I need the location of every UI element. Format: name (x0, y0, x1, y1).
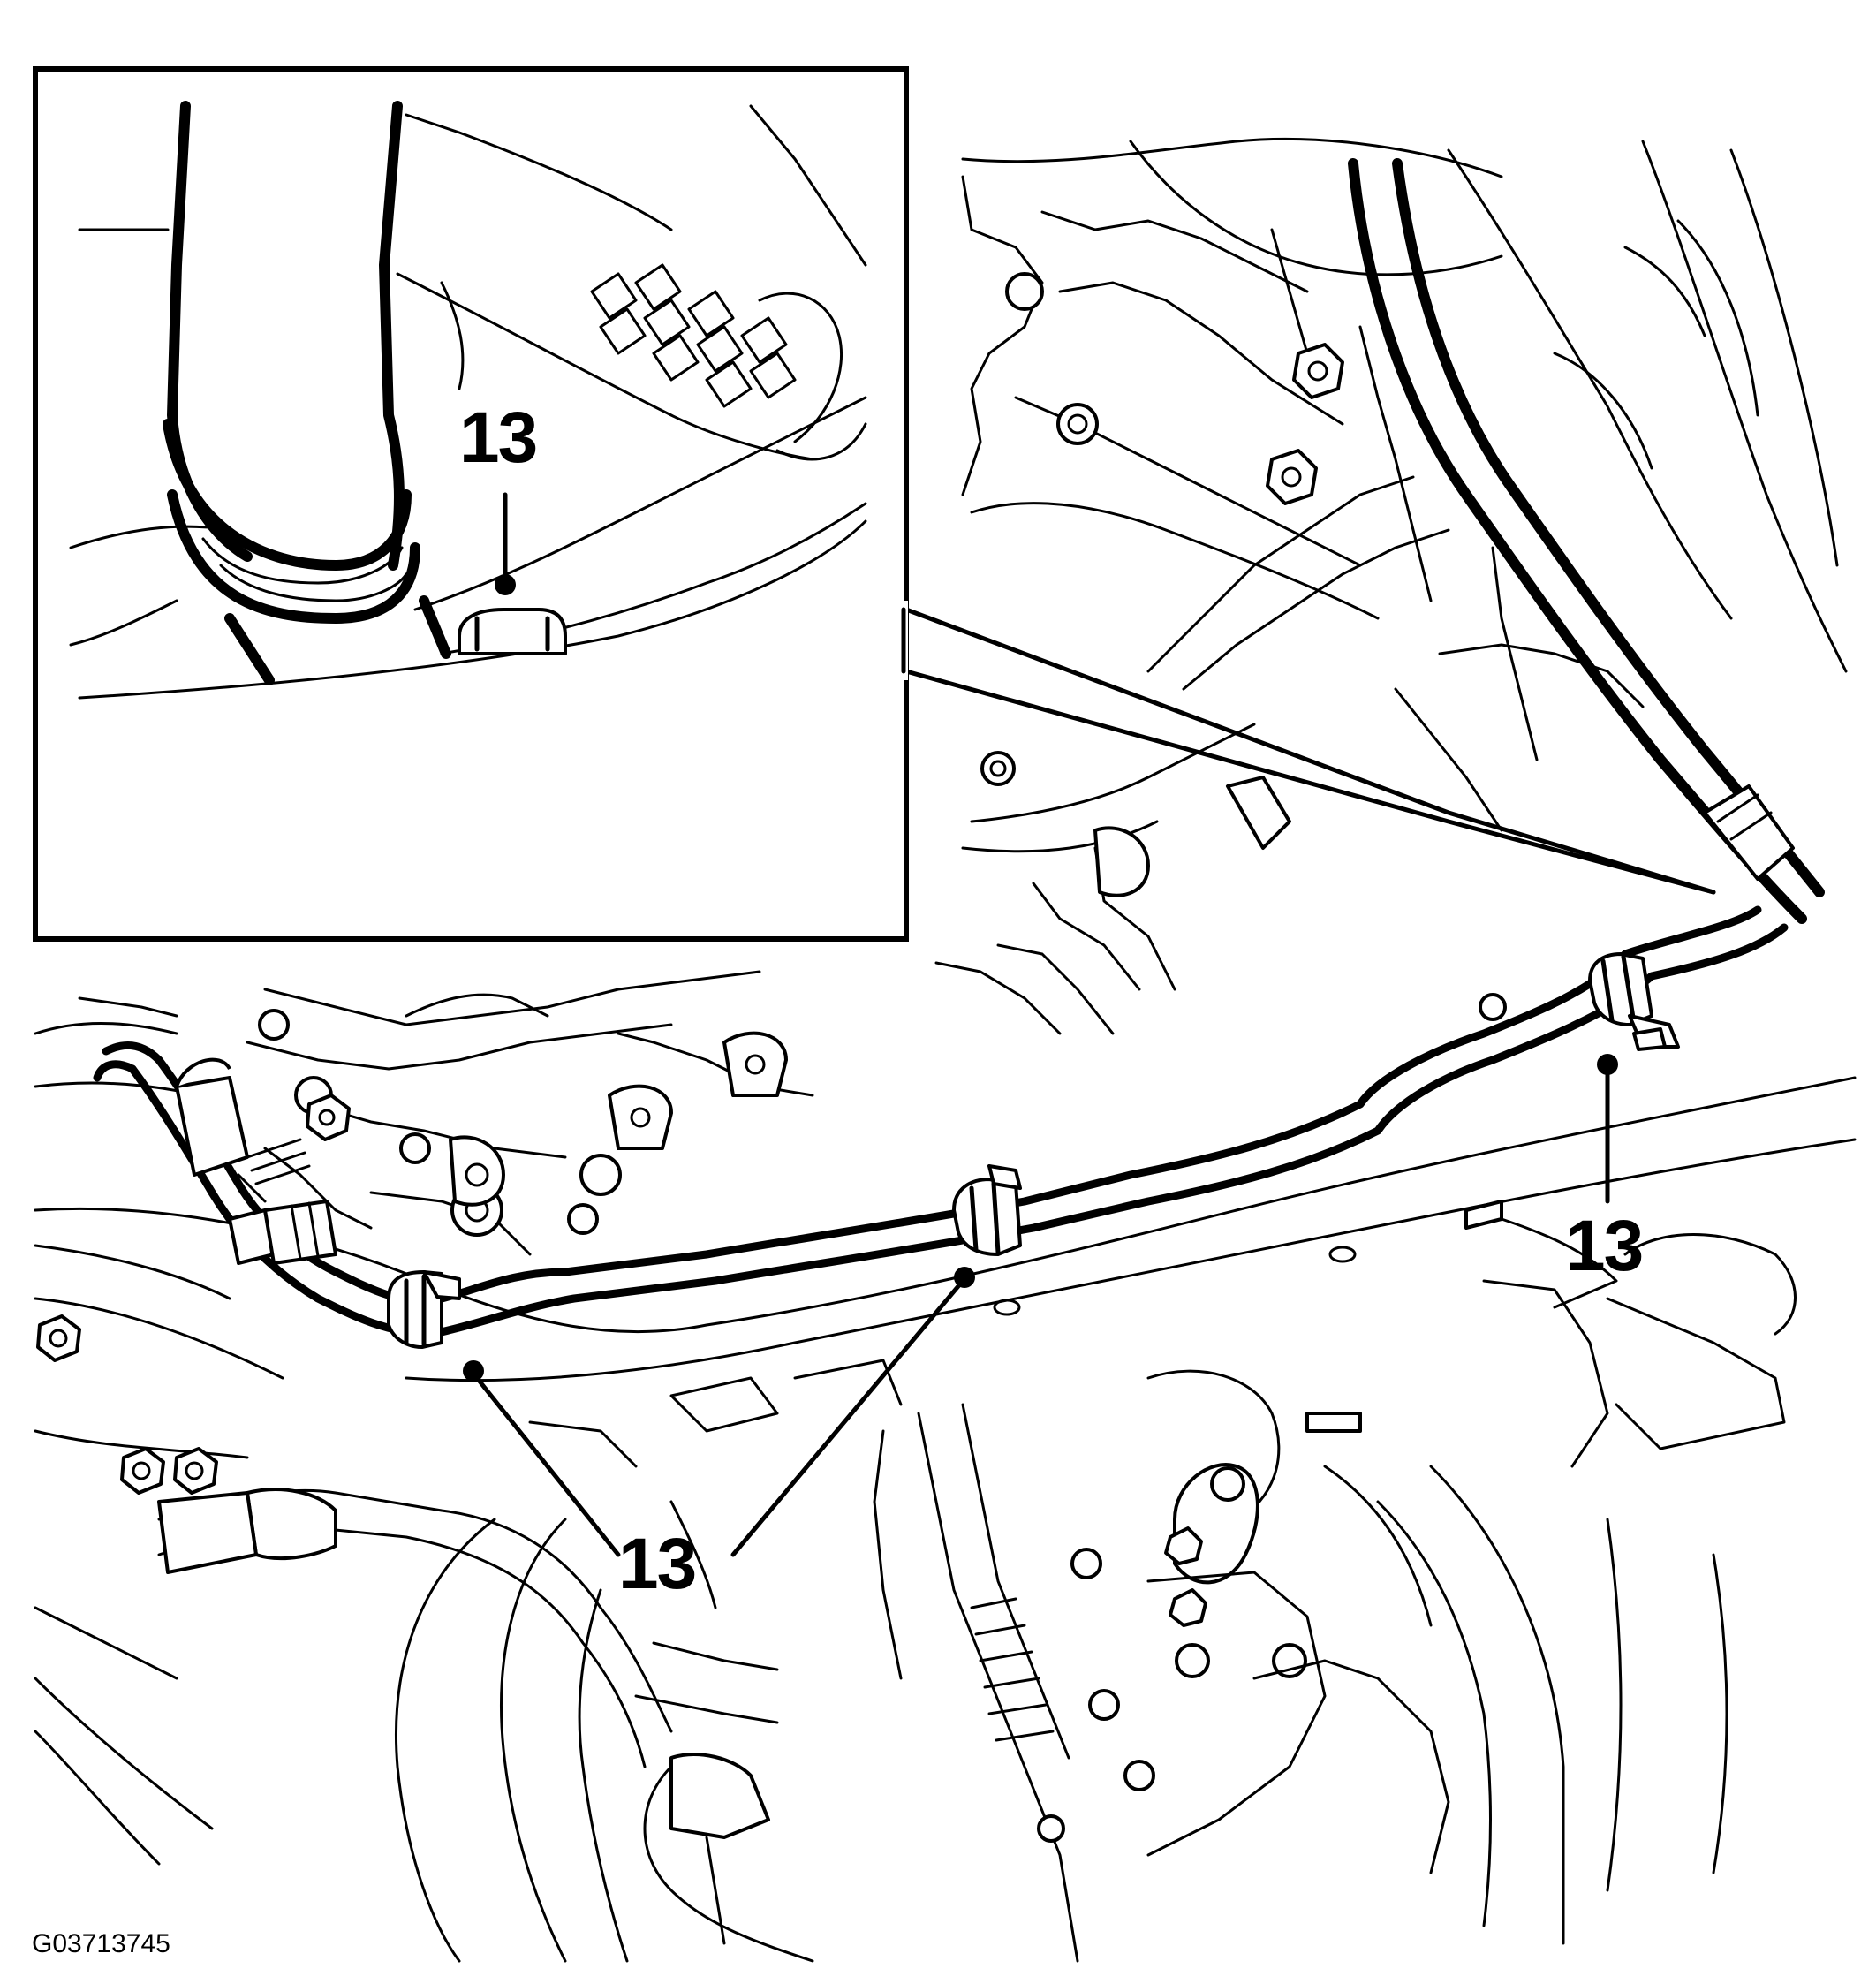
inset-leader-top (904, 607, 1716, 895)
callout-13-inset: 13 (459, 398, 538, 478)
bolt-cluster-upper (980, 272, 1507, 1021)
bolt-cluster-left (36, 1009, 622, 1495)
callout-13-right: 13 (1565, 1206, 1644, 1286)
callout-13-lower: 13 (618, 1524, 697, 1604)
right-callout-dot (1597, 1054, 1618, 1075)
inset-detail (33, 66, 1716, 942)
center-callout-dot (954, 1267, 975, 1288)
left-callout-leader (471, 1371, 621, 1557)
steering-boot (970, 1597, 1055, 1742)
main-assembly-drawing (34, 137, 1857, 1963)
left-callout-dot (463, 1360, 484, 1382)
inset-hatch-texture (590, 263, 797, 408)
pipe-clip-left (387, 1270, 461, 1349)
pipe-clip-center (952, 1164, 1022, 1256)
figure-id-label: G03713745 (32, 1929, 170, 1958)
inset-leader-bottom (904, 669, 1716, 895)
mount-tabs (449, 1031, 788, 1207)
main-callout-leaders (463, 1054, 1618, 1557)
inset-callout-dot (495, 574, 516, 595)
center-callout-leader (730, 1278, 965, 1557)
pipe-clip-right (1588, 952, 1680, 1051)
